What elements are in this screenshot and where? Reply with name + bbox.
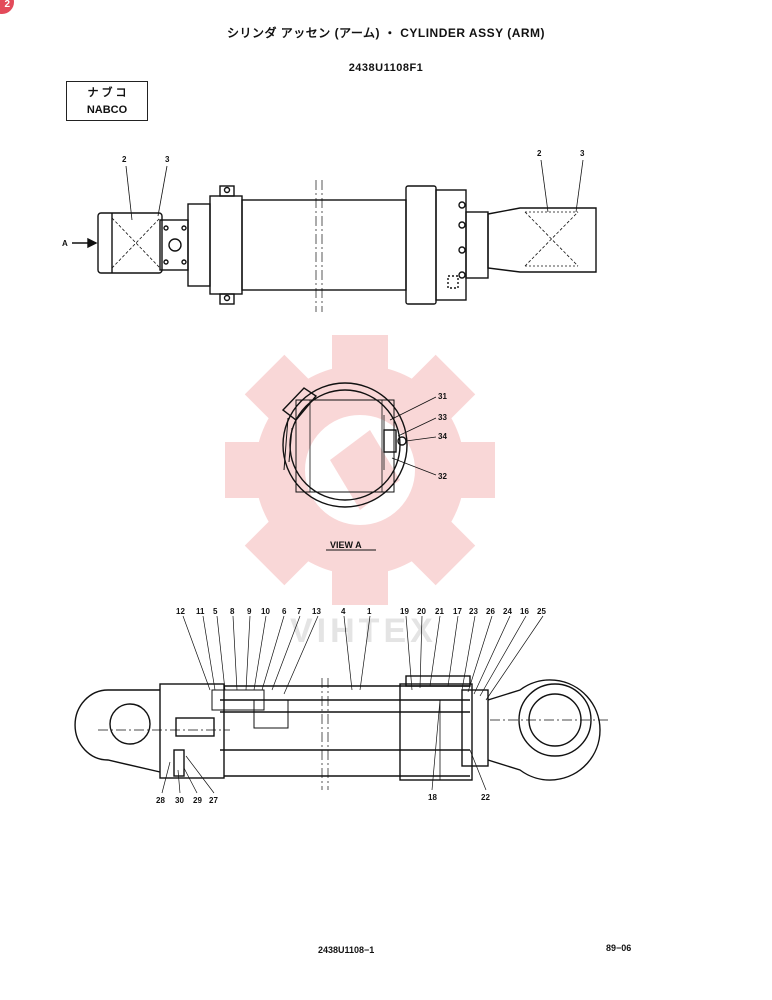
callout-29: 29 — [193, 796, 202, 805]
callout-16: 16 — [520, 607, 529, 616]
callout-18: 18 — [428, 793, 437, 802]
callout-top-right-2: 2 — [537, 149, 542, 158]
callout-10: 10 — [261, 607, 270, 616]
maker-box: ナ ブ コ NABCO — [66, 81, 148, 121]
callout-1: 1 — [367, 607, 372, 616]
callout-9: 9 — [247, 607, 252, 616]
callout-32: 32 — [438, 472, 447, 481]
callout-13: 13 — [312, 607, 321, 616]
callout-22: 22 — [481, 793, 490, 802]
footer-drawing-code: 2438U1108−1 — [318, 945, 375, 955]
callout-21: 21 — [435, 607, 444, 616]
callout-11: 11 — [196, 607, 205, 616]
callout-7: 7 — [297, 607, 302, 616]
page-title: シリンダ アッセン (アーム) ・ CYLINDER ASSY (ARM) — [226, 26, 546, 40]
view-a-arrow-label: A — [62, 239, 68, 248]
maker-jp: ナ ブ コ — [87, 87, 127, 99]
callout-30: 30 — [175, 796, 184, 805]
callout-6: 6 — [282, 607, 287, 616]
callout-top-left-3: 3 — [165, 155, 170, 164]
view-a-drawing — [281, 382, 437, 551]
section-callouts-top: 12 11 5 8 9 10 6 7 13 4 1 19 20 21 17 23… — [176, 607, 546, 616]
callout-25: 25 — [537, 607, 546, 616]
section-callouts-bottom: 28 30 29 27 18 22 — [156, 793, 490, 805]
top-view — [72, 159, 597, 312]
maker-en: NABCO — [86, 104, 128, 116]
callout-4: 4 — [341, 607, 346, 616]
callout-31: 31 — [438, 392, 447, 401]
callout-33: 33 — [438, 413, 447, 422]
callout-34: 34 — [438, 432, 447, 441]
watermark-gear — [225, 335, 495, 605]
callout-8: 8 — [230, 607, 235, 616]
view-a-caption: VIEW A — [330, 540, 362, 550]
callout-26: 26 — [486, 607, 495, 616]
footer-date: 89−06 — [606, 943, 632, 953]
callout-5: 5 — [213, 607, 218, 616]
callout-17: 17 — [453, 607, 462, 616]
callout-24: 24 — [503, 607, 512, 616]
callout-23: 23 — [469, 607, 478, 616]
callout-28: 28 — [156, 796, 165, 805]
callout-27: 27 — [209, 796, 218, 805]
callout-12: 12 — [176, 607, 185, 616]
callout-top-left-2: 2 — [122, 155, 127, 164]
section-drawing — [74, 615, 610, 794]
callout-20: 20 — [417, 607, 426, 616]
callout-19: 19 — [400, 607, 409, 616]
watermark-text: VIHTEX — [290, 612, 437, 650]
part-number: 2438U1108F1 — [348, 62, 424, 74]
callout-top-right-3: 3 — [580, 149, 585, 158]
